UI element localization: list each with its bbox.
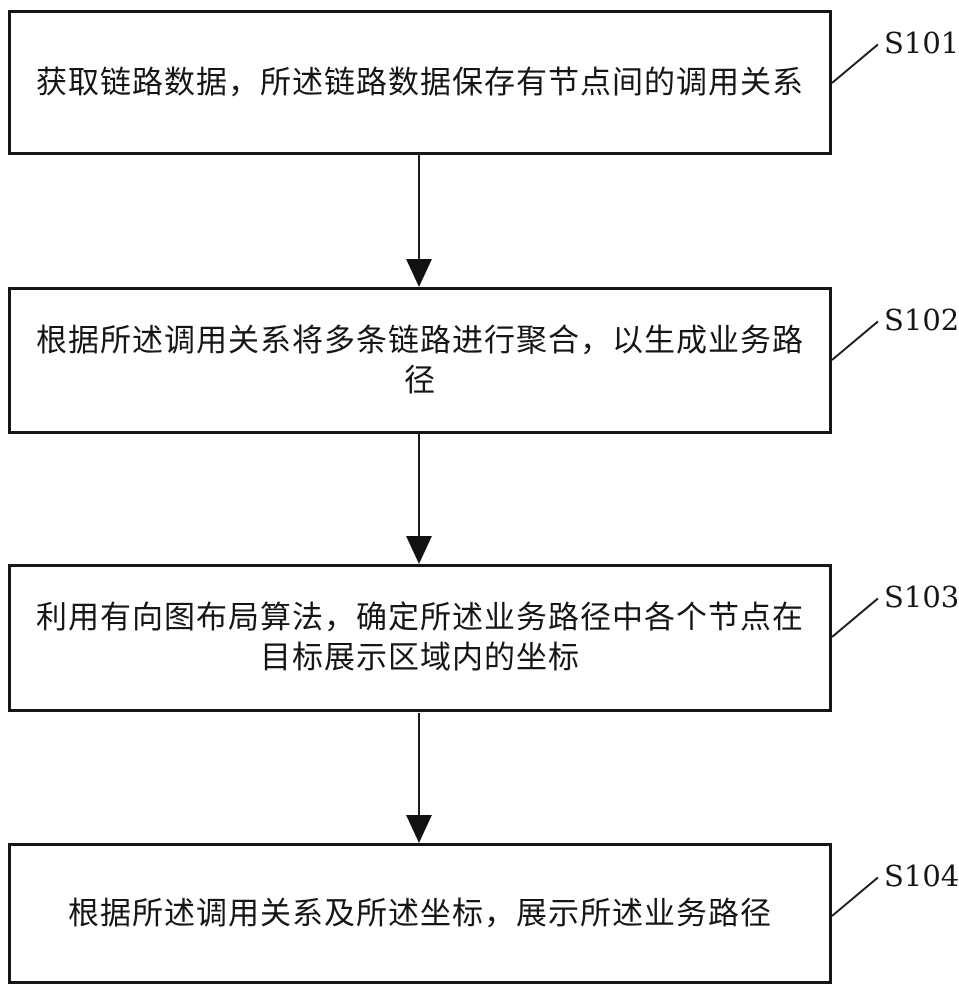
flow-step-text: 根据所述调用关系将多条链路进行聚合，以生成业务路径	[36, 322, 804, 399]
leader-line	[831, 43, 879, 84]
flow-step-text: 利用有向图布局算法，确定所述业务路径中各个节点在目标展示区域内的坐标	[36, 600, 804, 676]
flow-step-box-s101: 获取链路数据，所述链路数据保存有节点间的调用关系	[8, 10, 832, 155]
leader-line	[831, 597, 879, 638]
down-arrow-icon	[418, 713, 420, 815]
flow-step-box-s103: 利用有向图布局算法，确定所述业务路径中各个节点在目标展示区域内的坐标	[8, 564, 832, 712]
down-arrow-icon	[418, 155, 420, 259]
down-arrow-icon	[418, 434, 420, 536]
step-label: S103	[884, 580, 959, 614]
step-label: S102	[884, 303, 959, 337]
flow-step-text: 获取链路数据，所述链路数据保存有节点间的调用关系	[36, 64, 804, 101]
flow-step-text: 根据所述调用关系及所述坐标，展示所述业务路径	[68, 895, 772, 932]
step-label: S104	[884, 859, 959, 893]
step-label: S101	[884, 26, 959, 60]
leader-line	[831, 320, 879, 361]
flow-step-box-s102: 根据所述调用关系将多条链路进行聚合，以生成业务路径	[8, 287, 832, 434]
flow-step-box-s104: 根据所述调用关系及所述坐标，展示所述业务路径	[8, 843, 832, 984]
leader-line	[831, 876, 879, 917]
